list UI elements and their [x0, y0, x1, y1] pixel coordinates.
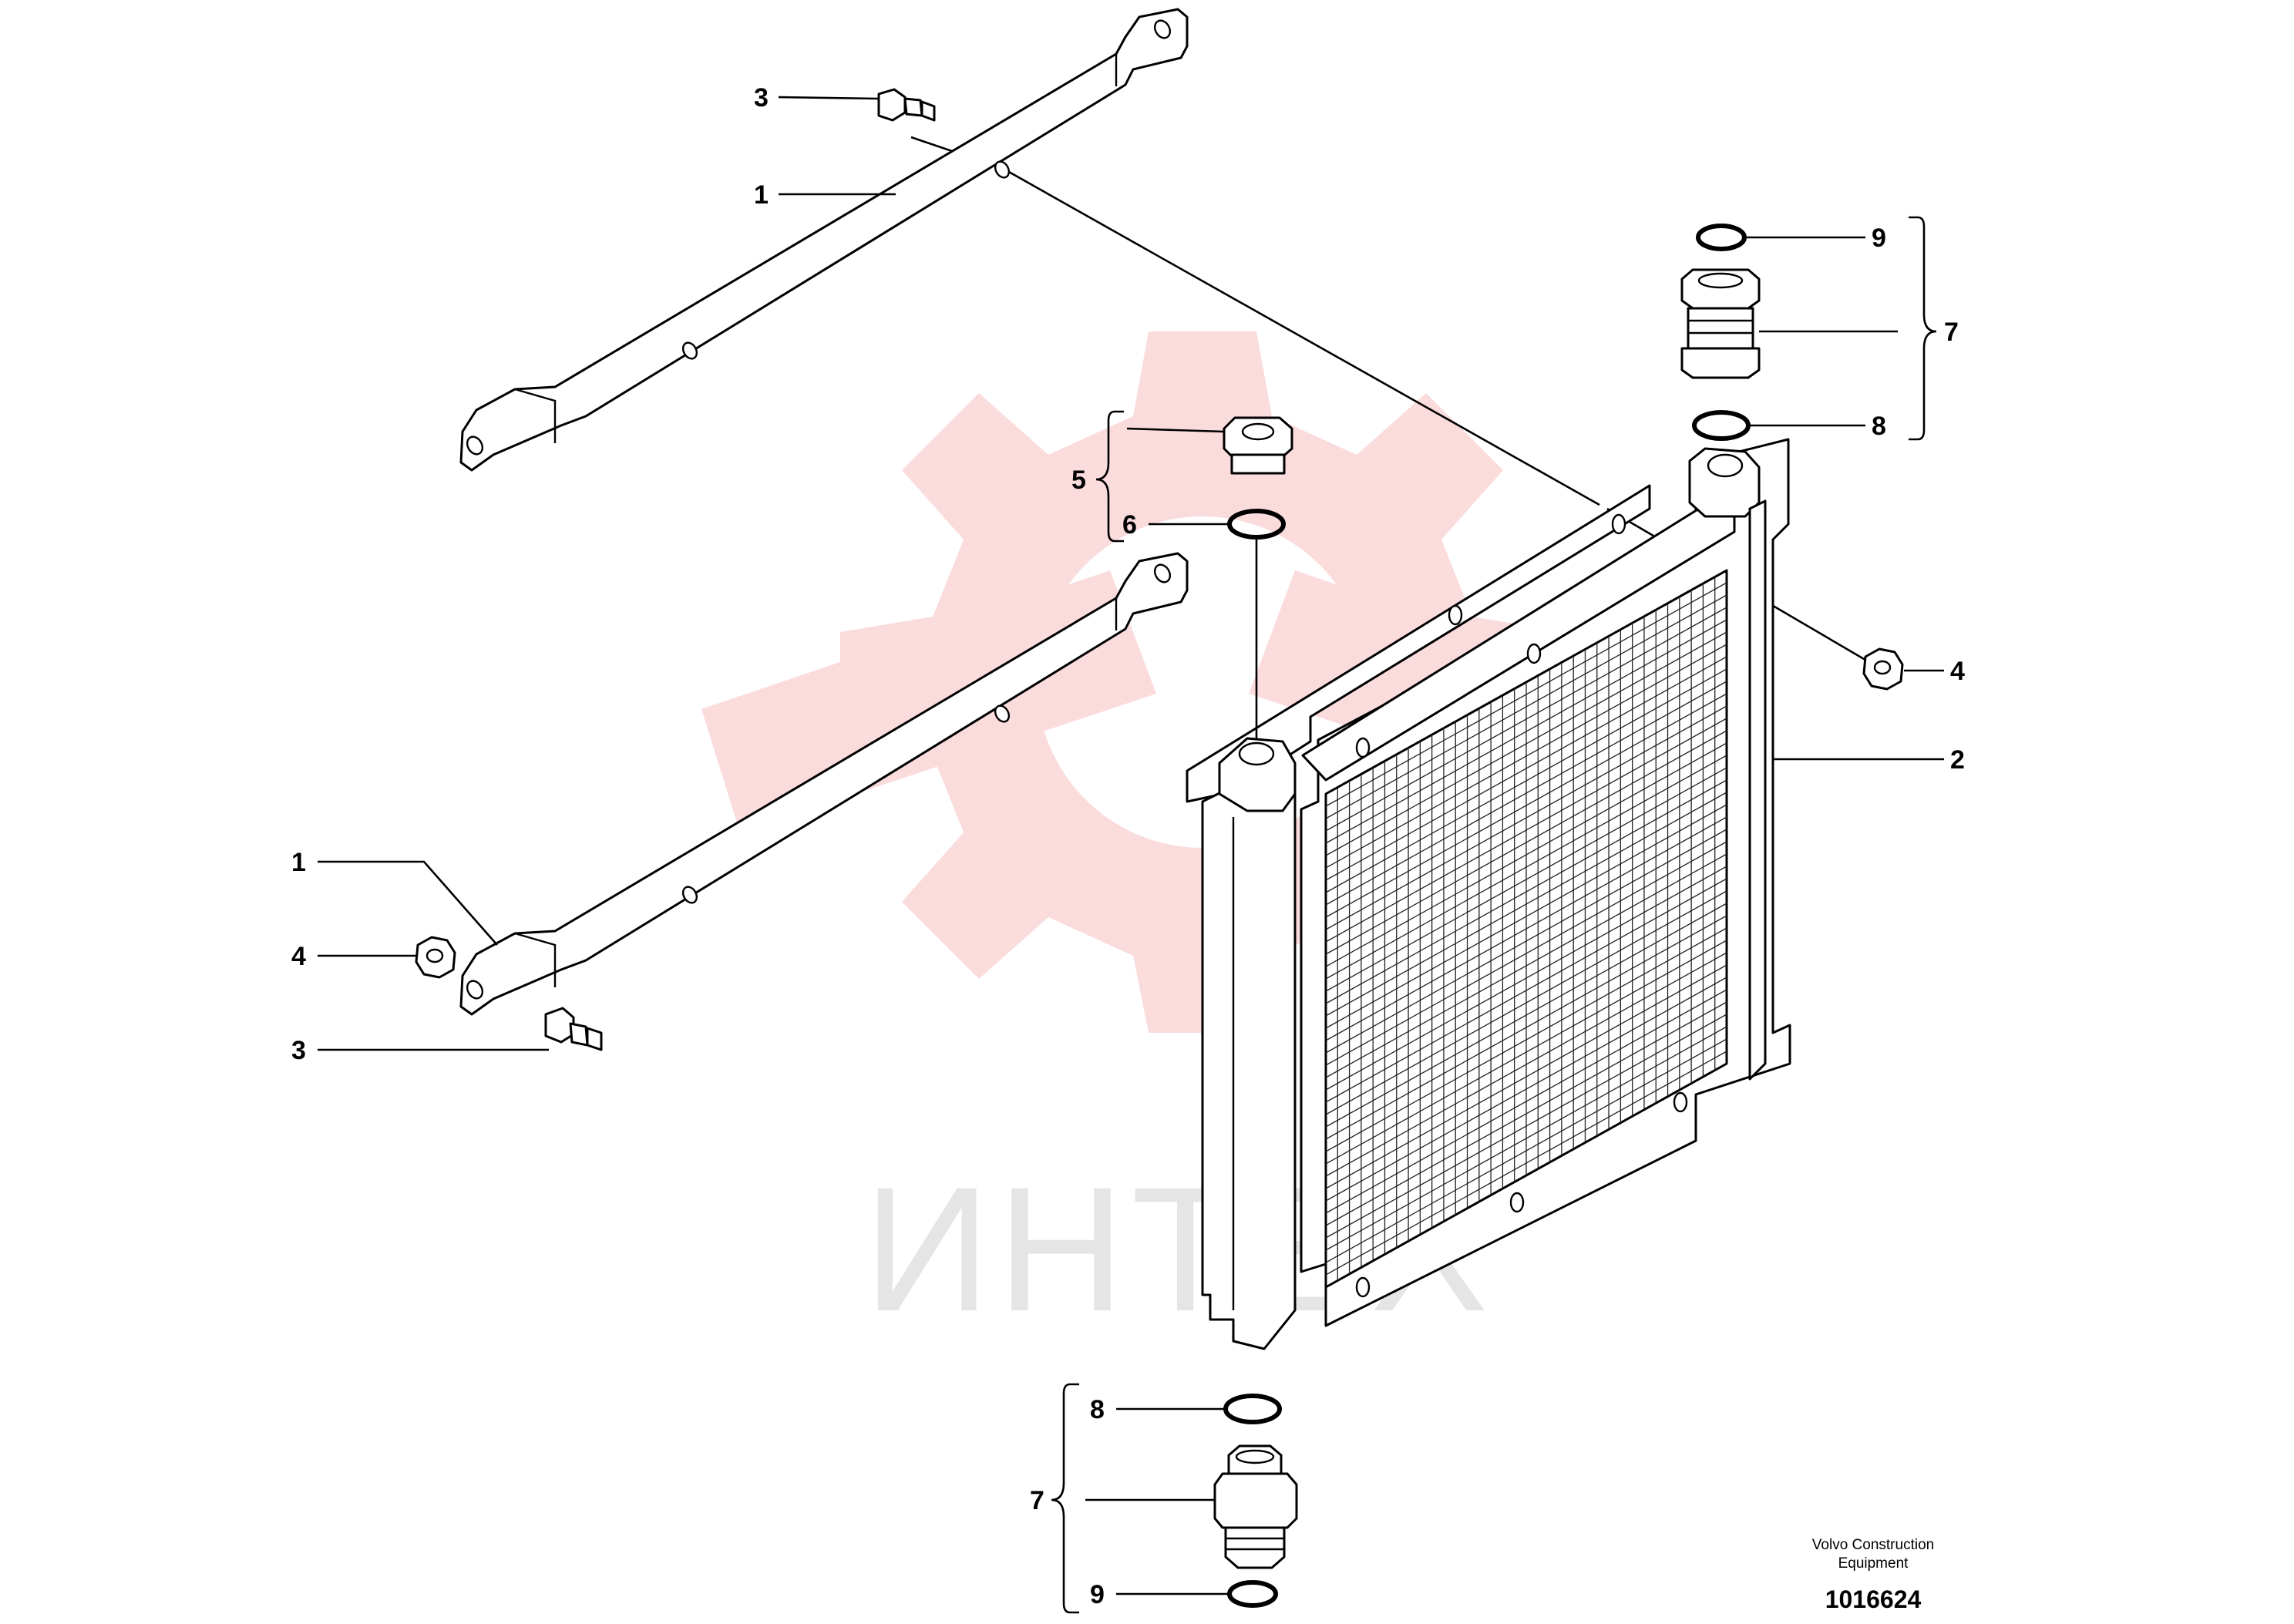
flange-nut-left	[415, 936, 456, 979]
hex-socket-plug	[1223, 416, 1293, 475]
callout-7-bottom: 7	[1030, 1486, 1044, 1515]
callout-9-top: 9	[1872, 224, 1886, 253]
cooler-core-grid	[1325, 577, 1727, 1281]
callout-1-top: 1	[754, 180, 769, 210]
mounting-bracket-top	[459, 8, 1189, 472]
leader-3-top	[778, 96, 880, 100]
leader-1-bottom	[318, 860, 498, 946]
o-ring-8-top	[1692, 410, 1751, 441]
o-ring-8-bottom	[1223, 1394, 1282, 1424]
callout-5: 5	[1071, 466, 1086, 495]
callout-9-bottom: 9	[1090, 1580, 1105, 1609]
callout-7-top: 7	[1944, 318, 1959, 347]
callout-8-bottom: 8	[1090, 1395, 1105, 1424]
brace-7-top	[1909, 216, 1937, 441]
leader-5-plug	[1126, 427, 1225, 433]
credit-line-2: Equipment	[1838, 1555, 1909, 1572]
mounting-bracket-bottom	[459, 552, 1189, 1016]
flange-bolt-bottom	[544, 1007, 603, 1051]
callout-4-left: 4	[291, 942, 306, 971]
adapter-fitting-top	[1680, 268, 1761, 379]
callout-6: 6	[1122, 510, 1137, 540]
adapter-fitting-bottom	[1213, 1444, 1298, 1569]
document-number: 1016624	[1825, 1585, 1922, 1613]
watermark-bar-left	[701, 570, 1156, 832]
oil-cooler-radiator	[1186, 438, 1791, 1350]
callout-2: 2	[1950, 745, 1965, 775]
callout-8-top: 8	[1872, 412, 1886, 441]
flange-bolt-top	[877, 88, 936, 122]
callout-1-bottom: 1	[291, 848, 306, 877]
o-ring-9-top	[1696, 224, 1747, 251]
brace-7-bottom	[1051, 1383, 1079, 1614]
callout-3-bottom: 3	[291, 1036, 306, 1065]
o-ring-9-bottom	[1227, 1580, 1278, 1608]
brace-5	[1095, 410, 1124, 543]
credit-line-1: Volvo Construction	[1812, 1537, 1934, 1553]
callout-3-top: 3	[754, 83, 769, 113]
flange-nut-right	[1862, 647, 1904, 691]
callout-4-right: 4	[1950, 657, 1965, 686]
